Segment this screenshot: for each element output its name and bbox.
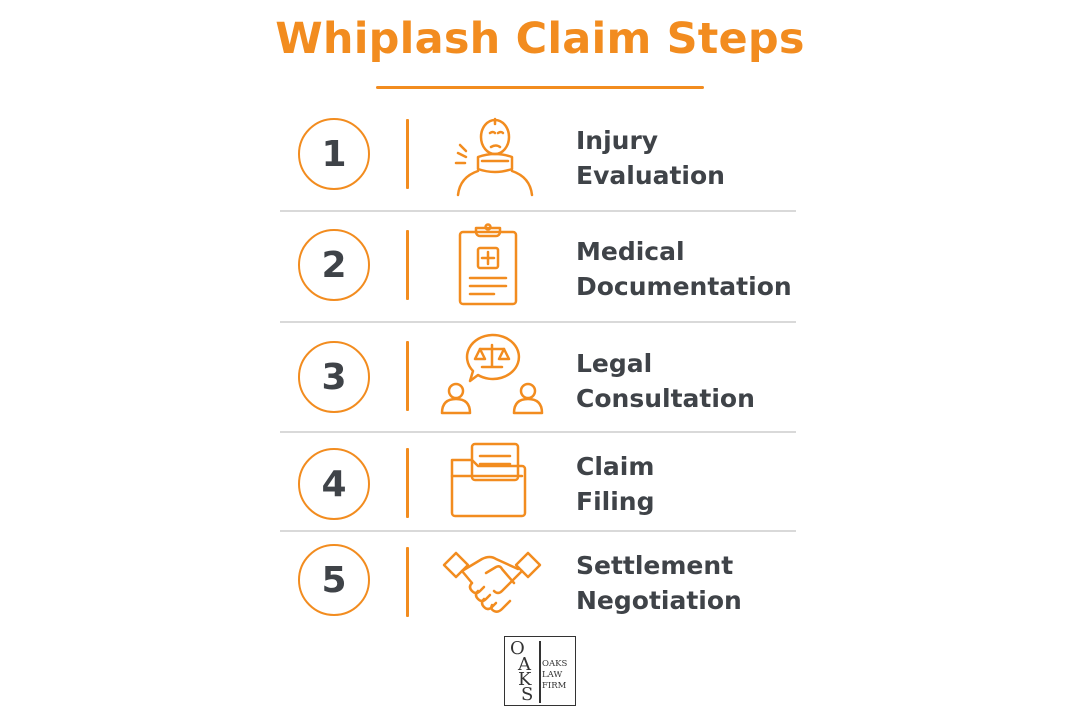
folder-document-icon [438,440,546,528]
step-1: 1 Injury Evaluation [280,113,796,207]
step-separator [406,341,409,411]
step-label: Injury Evaluation [576,123,816,193]
step-label: Claim Filing [576,449,816,519]
page-title: Whiplash Claim Steps [275,14,805,64]
step-2: 2 Medical Documentation [280,222,796,316]
handshake-icon [438,539,546,627]
step-number-circle: 3 [298,341,370,413]
logo-words: OAKS LAW FIRM [542,659,567,692]
step-label: Medical Documentation [576,234,816,304]
step-divider [280,431,796,433]
logo-letter-a: A [518,654,531,675]
legal-consultation-scales-icon [438,333,546,421]
step-label-line1: Injury [576,126,659,155]
step-separator [406,547,409,617]
step-separator [406,448,409,518]
step-label-line2: Documentation [576,272,792,301]
logo-word-3: FIRM [542,681,567,691]
injured-person-neck-brace-icon [438,113,546,201]
clipboard-medical-icon [438,222,546,310]
step-number-circle: 2 [298,229,370,301]
logo-word-1: OAKS [542,659,568,669]
step-separator [406,230,409,300]
step-label-line2: Consultation [576,384,755,413]
logo-letter-k: K [518,669,532,690]
step-separator [406,119,409,189]
step-label-line1: Legal [576,349,653,378]
logo-rule [539,641,541,703]
step-label-line2: Evaluation [576,161,725,190]
step-label-line1: Medical [576,237,685,266]
step-5: 5 Settlement Negotiation [280,541,796,621]
title-underline [376,86,704,89]
logo-word-2: LAW [542,670,563,680]
step-label-line1: Claim [576,452,655,481]
step-3: 3 Legal Consultation [280,333,796,427]
step-label-line1: Settlement [576,551,734,580]
step-label: Legal Consultation [576,346,816,416]
step-number-circle: 1 [298,118,370,190]
step-divider [280,210,796,212]
step-number-circle: 4 [298,448,370,520]
step-label: Settlement Negotiation [576,548,816,618]
oaks-law-firm-logo: O A K S OAKS LAW FIRM [504,636,576,706]
logo-letter-s: S [521,684,534,705]
step-label-line2: Filing [576,487,655,516]
step-4: 4 Claim Filing [280,440,796,524]
step-label-line2: Negotiation [576,586,742,615]
step-divider [280,321,796,323]
logo-letter-o: O [510,638,525,659]
step-number-circle: 5 [298,544,370,616]
step-divider [280,530,796,532]
